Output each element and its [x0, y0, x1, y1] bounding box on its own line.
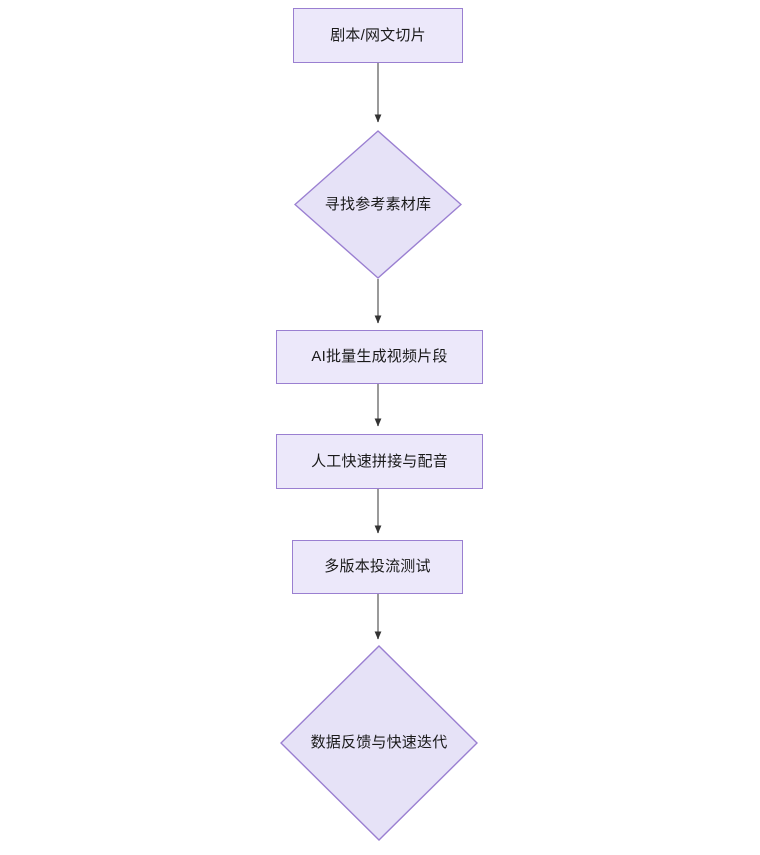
flow-node-label: 人工快速拼接与配音: [311, 452, 448, 470]
flow-node-script-slice[interactable]: 剧本/网文切片: [293, 8, 463, 63]
flow-node-find-reference-library[interactable]: 寻找参考素材库: [294, 130, 462, 279]
diamond-shape-icon: [294, 130, 462, 279]
flow-node-manual-edit-dub[interactable]: 人工快速拼接与配音: [276, 434, 483, 489]
flow-node-label: 数据反馈与快速迭代: [310, 734, 448, 751]
flow-node-label: 寻找参考素材库: [324, 195, 432, 213]
flow-node-data-feedback-iterate[interactable]: 数据反馈与快速迭代: [280, 645, 478, 841]
flow-node-label: 多版本投流测试: [324, 558, 431, 575]
flow-node-label: 剧本/网文切片: [330, 26, 426, 44]
flow-node-ai-batch-video[interactable]: AI批量生成视频片段: [276, 330, 483, 384]
flow-node-label: AI批量生成视频片段: [311, 348, 448, 365]
flow-node-multi-version-test[interactable]: 多版本投流测试: [292, 540, 463, 594]
diamond-shape-icon: [280, 645, 478, 841]
